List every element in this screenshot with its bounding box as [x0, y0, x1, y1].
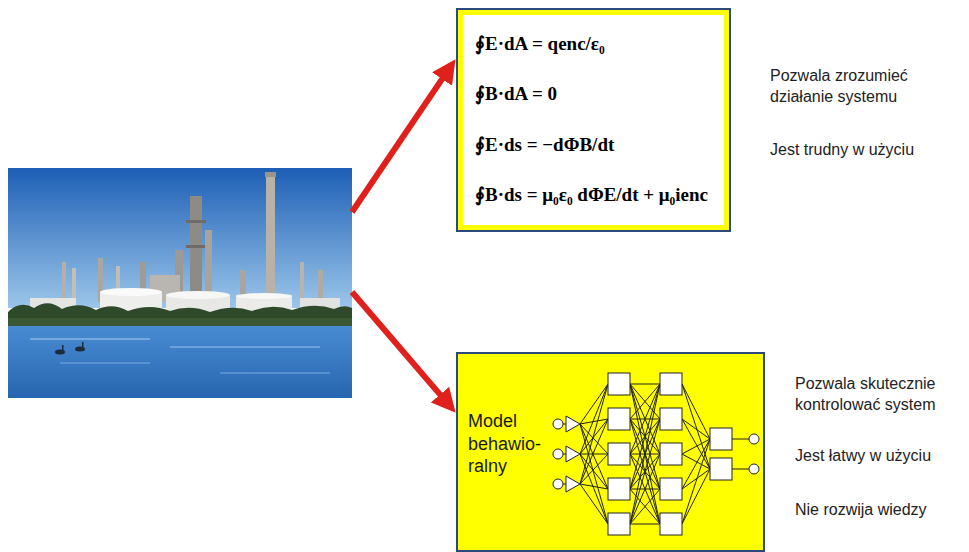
red-arrow	[352, 292, 446, 401]
side-note: Pozwala skutecznie kontrolować system	[795, 374, 965, 416]
white-panel: ∮E·dA = qenc/ε₀ ∮B·dA = 0 ∮E·ds = −dΦB/dt ∮…	[463, 15, 724, 225]
side-note: Pozwala zrozumieć działanie systemu	[770, 66, 922, 108]
refinery-photo	[8, 168, 352, 398]
box-label: Model behawio- ralny	[468, 410, 550, 478]
equation: ∮B·dA = 0	[475, 83, 557, 106]
red-arrow	[352, 72, 447, 212]
equation: ∮B·ds = μ₀ε₀ dΦE/dt + μ₀ienc	[475, 184, 708, 207]
equation: ∮E·ds = −dΦB/dt	[475, 134, 614, 157]
side-note: Jest łatwy w użyciu	[795, 446, 965, 467]
model-box: Model behawio- ralny	[456, 352, 765, 552]
side-note: Jest trudny w użyciu	[770, 140, 942, 161]
side-note: Nie rozwija wiedzy	[795, 500, 965, 521]
equations-box: ∮E·dA = qenc/ε₀ ∮B·dA = 0 ∮E·ds = −dΦB/dt ∮…	[456, 8, 731, 232]
equation: ∮E·dA = qenc/ε₀	[475, 33, 605, 56]
